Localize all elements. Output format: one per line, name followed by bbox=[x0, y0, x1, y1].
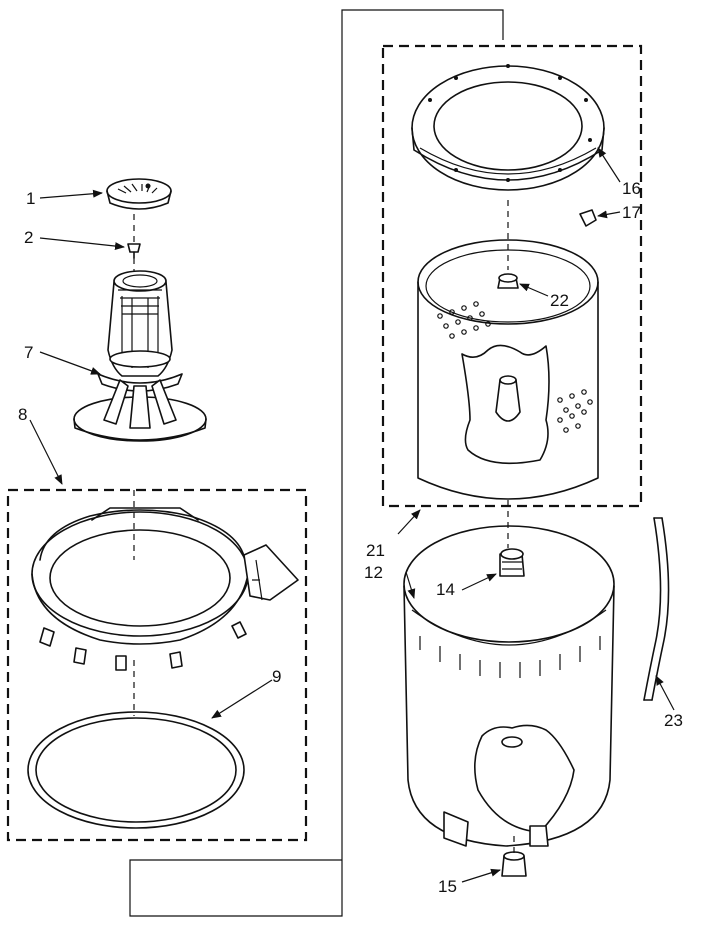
agitator-cap-part-1 bbox=[106, 178, 172, 210]
callout-12: 12 bbox=[364, 563, 383, 582]
leader-lines bbox=[29, 147, 675, 883]
tub-ring-part-16 bbox=[411, 64, 605, 191]
callout-14: 14 bbox=[436, 580, 455, 599]
assembly-connector-line bbox=[129, 9, 504, 917]
agitator-part-7 bbox=[73, 270, 207, 442]
seal-ring-part-9 bbox=[27, 660, 245, 829]
tub-ring-part-8 bbox=[31, 490, 299, 671]
outer-tub-part-12 bbox=[403, 525, 615, 847]
callout-23: 23 bbox=[664, 711, 683, 730]
hose-part-23 bbox=[643, 517, 670, 701]
callout-17: 17 bbox=[622, 203, 641, 222]
callout-22: 22 bbox=[550, 291, 569, 310]
callout-21: 21 bbox=[366, 541, 385, 560]
nut-part-22 bbox=[497, 273, 519, 289]
callout-1: 1 bbox=[26, 189, 35, 208]
group-box-21 bbox=[381, 44, 643, 508]
clip-part-17 bbox=[579, 209, 597, 227]
callout-16: 16 bbox=[622, 179, 641, 198]
callout-7: 7 bbox=[24, 343, 33, 362]
fitting-part-14 bbox=[499, 548, 525, 577]
fitting-part-15 bbox=[501, 851, 527, 877]
callout-15: 15 bbox=[438, 877, 457, 896]
callout-8: 8 bbox=[18, 405, 27, 424]
group-box-8 bbox=[6, 488, 308, 842]
callout-2: 2 bbox=[24, 228, 33, 247]
cap-bolt-part-2 bbox=[127, 243, 141, 259]
wash-basket-assembly bbox=[417, 239, 599, 500]
callout-9: 9 bbox=[272, 667, 281, 686]
basket-perforations bbox=[437, 301, 593, 433]
